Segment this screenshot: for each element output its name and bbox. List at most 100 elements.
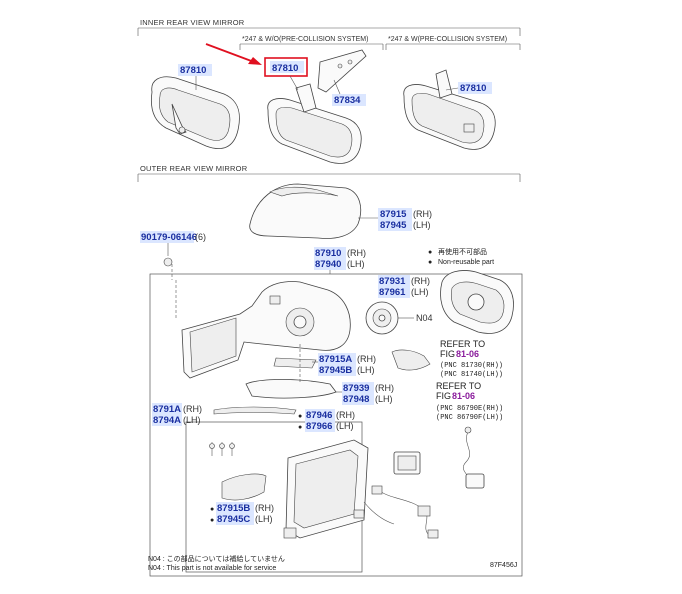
screw-90179-illustration [163,257,173,267]
pnc-81740: (PNC 81740(LH)) [440,371,503,379]
part-87945b-bg [318,364,356,376]
part-87940[interactable]: 87940 [315,259,341,270]
inner-section-title: INNER REAR VIEW MIRROR [140,18,245,27]
part-87939[interactable]: 87939 [343,383,369,394]
part-87939-bg [342,382,374,394]
side-87966-lh: (LH) [336,421,354,431]
refer-to-2: REFER TO [436,381,481,391]
inner-mirror-without-pcs-illustration [267,49,367,164]
pnc-86790f: (PNC 86790F(LH)) [436,414,503,422]
part-87910[interactable]: 87910 [315,248,341,259]
side-87931-rh: (RH) [411,276,430,286]
side-87945-lh: (LH) [413,220,431,230]
refer-to-1: REFER TO [440,339,485,349]
pnc-86790e: (PNC 86790E(RH)) [436,405,503,413]
side-87939-rh: (RH) [375,383,394,393]
part-90179-06146[interactable]: 90179-06146 [141,232,197,243]
outer-section-title: OUTER REAR VIEW MIRROR [140,164,248,173]
side-87910-rh: (RH) [347,248,366,258]
part-8791a[interactable]: 8791A [153,404,181,415]
qty-90179: (6) [195,232,206,242]
side-87915-rh: (RH) [413,209,432,219]
part-87961-bg [378,286,410,298]
part-87966[interactable]: 87966 [306,421,332,432]
side-87948-lh: (LH) [375,394,393,404]
part-87810-with-pcs-bg [458,82,492,94]
mirror-cover-illustration [249,183,362,239]
part-87834[interactable]: 87834 [334,95,361,106]
side-87961-lh: (LH) [411,287,429,297]
part-87961[interactable]: 87961 [379,287,406,298]
pnc-81730: (PNC 81730(RH)) [440,362,503,370]
turn-signal-illustration [391,349,431,371]
part-8794a[interactable]: 8794A [153,415,181,426]
inner-mirror-with-pcs-illustration [403,69,496,150]
highlight-arrow [205,43,262,65]
condition-with-pcs: *247 & W(PRE-COLLISION SYSTEM) [388,36,507,43]
fig-label-2: FIG [436,391,451,401]
part-87810-standard[interactable]: 87810 [180,65,206,76]
fig-ref-1[interactable]: 81-06 [456,349,479,359]
nonreusable-87915b-marker: ● [210,506,214,513]
part-87945c[interactable]: 87945C [217,514,250,525]
side-87940-lh: (LH) [347,259,365,269]
side-8791a-rh: (RH) [183,404,202,414]
part-87915a[interactable]: 87915A [319,354,352,365]
side-87946-rh: (RH) [336,410,355,420]
part-87948-bg [342,393,374,405]
side-8794a-lh: (LH) [183,415,201,425]
part-8791a-bg [152,403,182,415]
actuator-illustration [365,301,399,335]
fig-label-1: FIG [440,349,455,359]
side-87915b-rh: (RH) [255,503,274,513]
part-87834-bg [332,94,366,106]
molding-8791a-illustration [213,406,297,415]
part-87810-with-pcs[interactable]: 87810 [460,83,486,94]
part-87915[interactable]: 87915 [380,209,407,220]
screws-illustration [209,442,235,456]
nonreusable-87945c-marker: ● [210,517,214,524]
part-87915-bg [378,208,412,220]
figure-code: 87F456J [490,562,517,569]
condition-without-pcs: *247 & W/O(PRE-COLLISION SYSTEM) [242,36,368,43]
leader-87834 [333,79,341,95]
part-87948[interactable]: 87948 [343,394,369,405]
part-87915a-bg [318,353,356,365]
inner-mirror-standard-illustration [150,76,240,149]
part-87945[interactable]: 87945 [380,220,407,231]
part-87945b[interactable]: 87945B [319,365,352,376]
part-87945c-bg [216,513,254,525]
footnote-n04-en: N04 : This part is not available for ser… [148,565,276,572]
highlight-box [264,57,308,77]
assembly-box [149,273,523,577]
part-87810-without-pcs-bg [270,61,304,73]
part-87910-bg [314,247,346,259]
footnote-n04-jp: N04 : この部品については補給していません [148,554,285,563]
fig-ref-2[interactable]: 81-06 [452,391,475,401]
part-87940-bg [314,258,346,270]
part-8794a-bg [152,414,182,426]
part-87931[interactable]: 87931 [379,276,406,287]
side-87945b-lh: (LH) [357,365,375,375]
motor-harness-illustration [353,451,439,539]
part-87810-standard-bg [178,64,212,76]
inner-section: INNER REAR VIEW MIRROR *247 & W/O(PRE-CO… [137,18,521,164]
cover-87915b-illustration [221,473,267,501]
garnish-87915a-illustration [273,357,317,369]
label-n04: N04 [416,313,433,323]
part-87810-without-pcs[interactable]: 87810 [272,63,298,74]
nonreusable-87946-marker: ● [298,413,302,420]
legend-nonreusable-en: Non-reusable part [438,259,494,266]
leader-87810-without-pcs [289,75,299,91]
lower-cover-illustration [245,379,337,399]
legend-nonreusable-jp: 再使用不可部品 [438,247,487,256]
leader-87810-with-pcs [445,87,459,91]
legend-marker-jp: ● [428,249,432,256]
side-87915a-rh: (RH) [357,354,376,364]
sensor-wire-illustration [462,426,485,489]
nonreusable-87966-marker: ● [298,424,302,431]
part-87915b[interactable]: 87915B [217,503,250,514]
part-87946[interactable]: 87946 [306,410,332,421]
part-87966-bg [305,420,335,432]
